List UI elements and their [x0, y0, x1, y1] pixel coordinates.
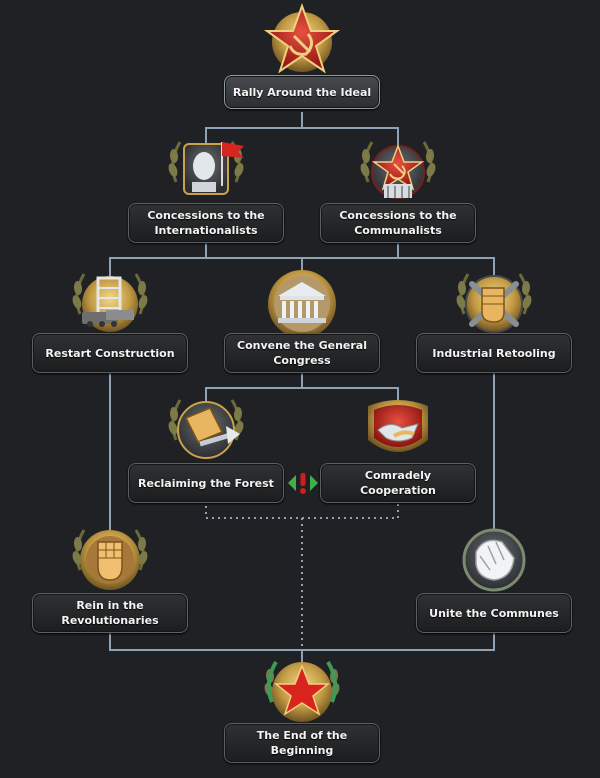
focus-label: Reclaiming the Forest [138, 476, 274, 490]
focus-reclaiming-the-forest[interactable]: Reclaiming the Forest [128, 463, 284, 503]
focus-label: Convene the General Congress [237, 339, 367, 367]
focus-label: Concessions to the Communalists [339, 209, 457, 237]
tree-connectors [109, 112, 495, 668]
focus-label: Rally Around the Ideal [232, 85, 372, 99]
mutually-exclusive-icon [288, 473, 318, 494]
focus-convene-general-congress[interactable]: Convene the General Congress [224, 333, 380, 373]
handshake-icon[interactable] [368, 400, 428, 452]
parliament-icon[interactable] [268, 270, 336, 338]
focus-concessions-communalists[interactable]: Concessions to the Communalists [320, 203, 476, 243]
focus-concessions-internationalists[interactable]: Concessions to the Internationalists [128, 203, 284, 243]
focus-label: The End of the Beginning [256, 729, 348, 757]
line-communes-end [302, 632, 495, 651]
focus-label: Industrial Retooling [432, 346, 556, 360]
focus-label: Restart Construction [45, 346, 175, 360]
focus-industrial-retooling[interactable]: Industrial Retooling [416, 333, 572, 373]
line-intl-down [109, 242, 303, 278]
line-comm-down [302, 242, 495, 278]
focus-label: Unite the Communes [429, 606, 559, 620]
fist-wrenches-icon[interactable] [453, 272, 535, 333]
focus-restart-construction[interactable]: Restart Construction [32, 333, 188, 373]
construction-icon[interactable] [69, 272, 151, 332]
exclusive-connectors [205, 500, 399, 650]
hammer-sickle-star-icon[interactable] [263, 3, 341, 74]
red-star-icon[interactable] [261, 660, 343, 722]
focus-label: Concessions to the Internationalists [147, 209, 265, 237]
raised-fist-icon[interactable] [69, 528, 151, 590]
hand-grab-icon[interactable] [462, 528, 526, 592]
focus-end-of-the-beginning[interactable]: The End of the Beginning [224, 723, 380, 763]
line-congress-down [205, 372, 399, 404]
focus-comradely-cooperation[interactable]: Comradely Cooperation [320, 463, 476, 503]
fist-axe-icon[interactable] [165, 398, 247, 459]
focus-rally-around-the-ideal[interactable]: Rally Around the Ideal [224, 75, 380, 109]
focus-unite-the-communes[interactable]: Unite the Communes [416, 593, 572, 633]
lion-statue-flag-icon[interactable] [165, 140, 247, 195]
line-rally-down [205, 112, 399, 150]
star-building-icon[interactable] [357, 140, 439, 199]
focus-label: Rein in the Revolutionaries [61, 599, 159, 627]
focus-rein-in-revolutionaries[interactable]: Rein in the Revolutionaries [32, 593, 188, 633]
line-rein-end [109, 632, 303, 668]
focus-label: Comradely Cooperation [360, 469, 436, 497]
